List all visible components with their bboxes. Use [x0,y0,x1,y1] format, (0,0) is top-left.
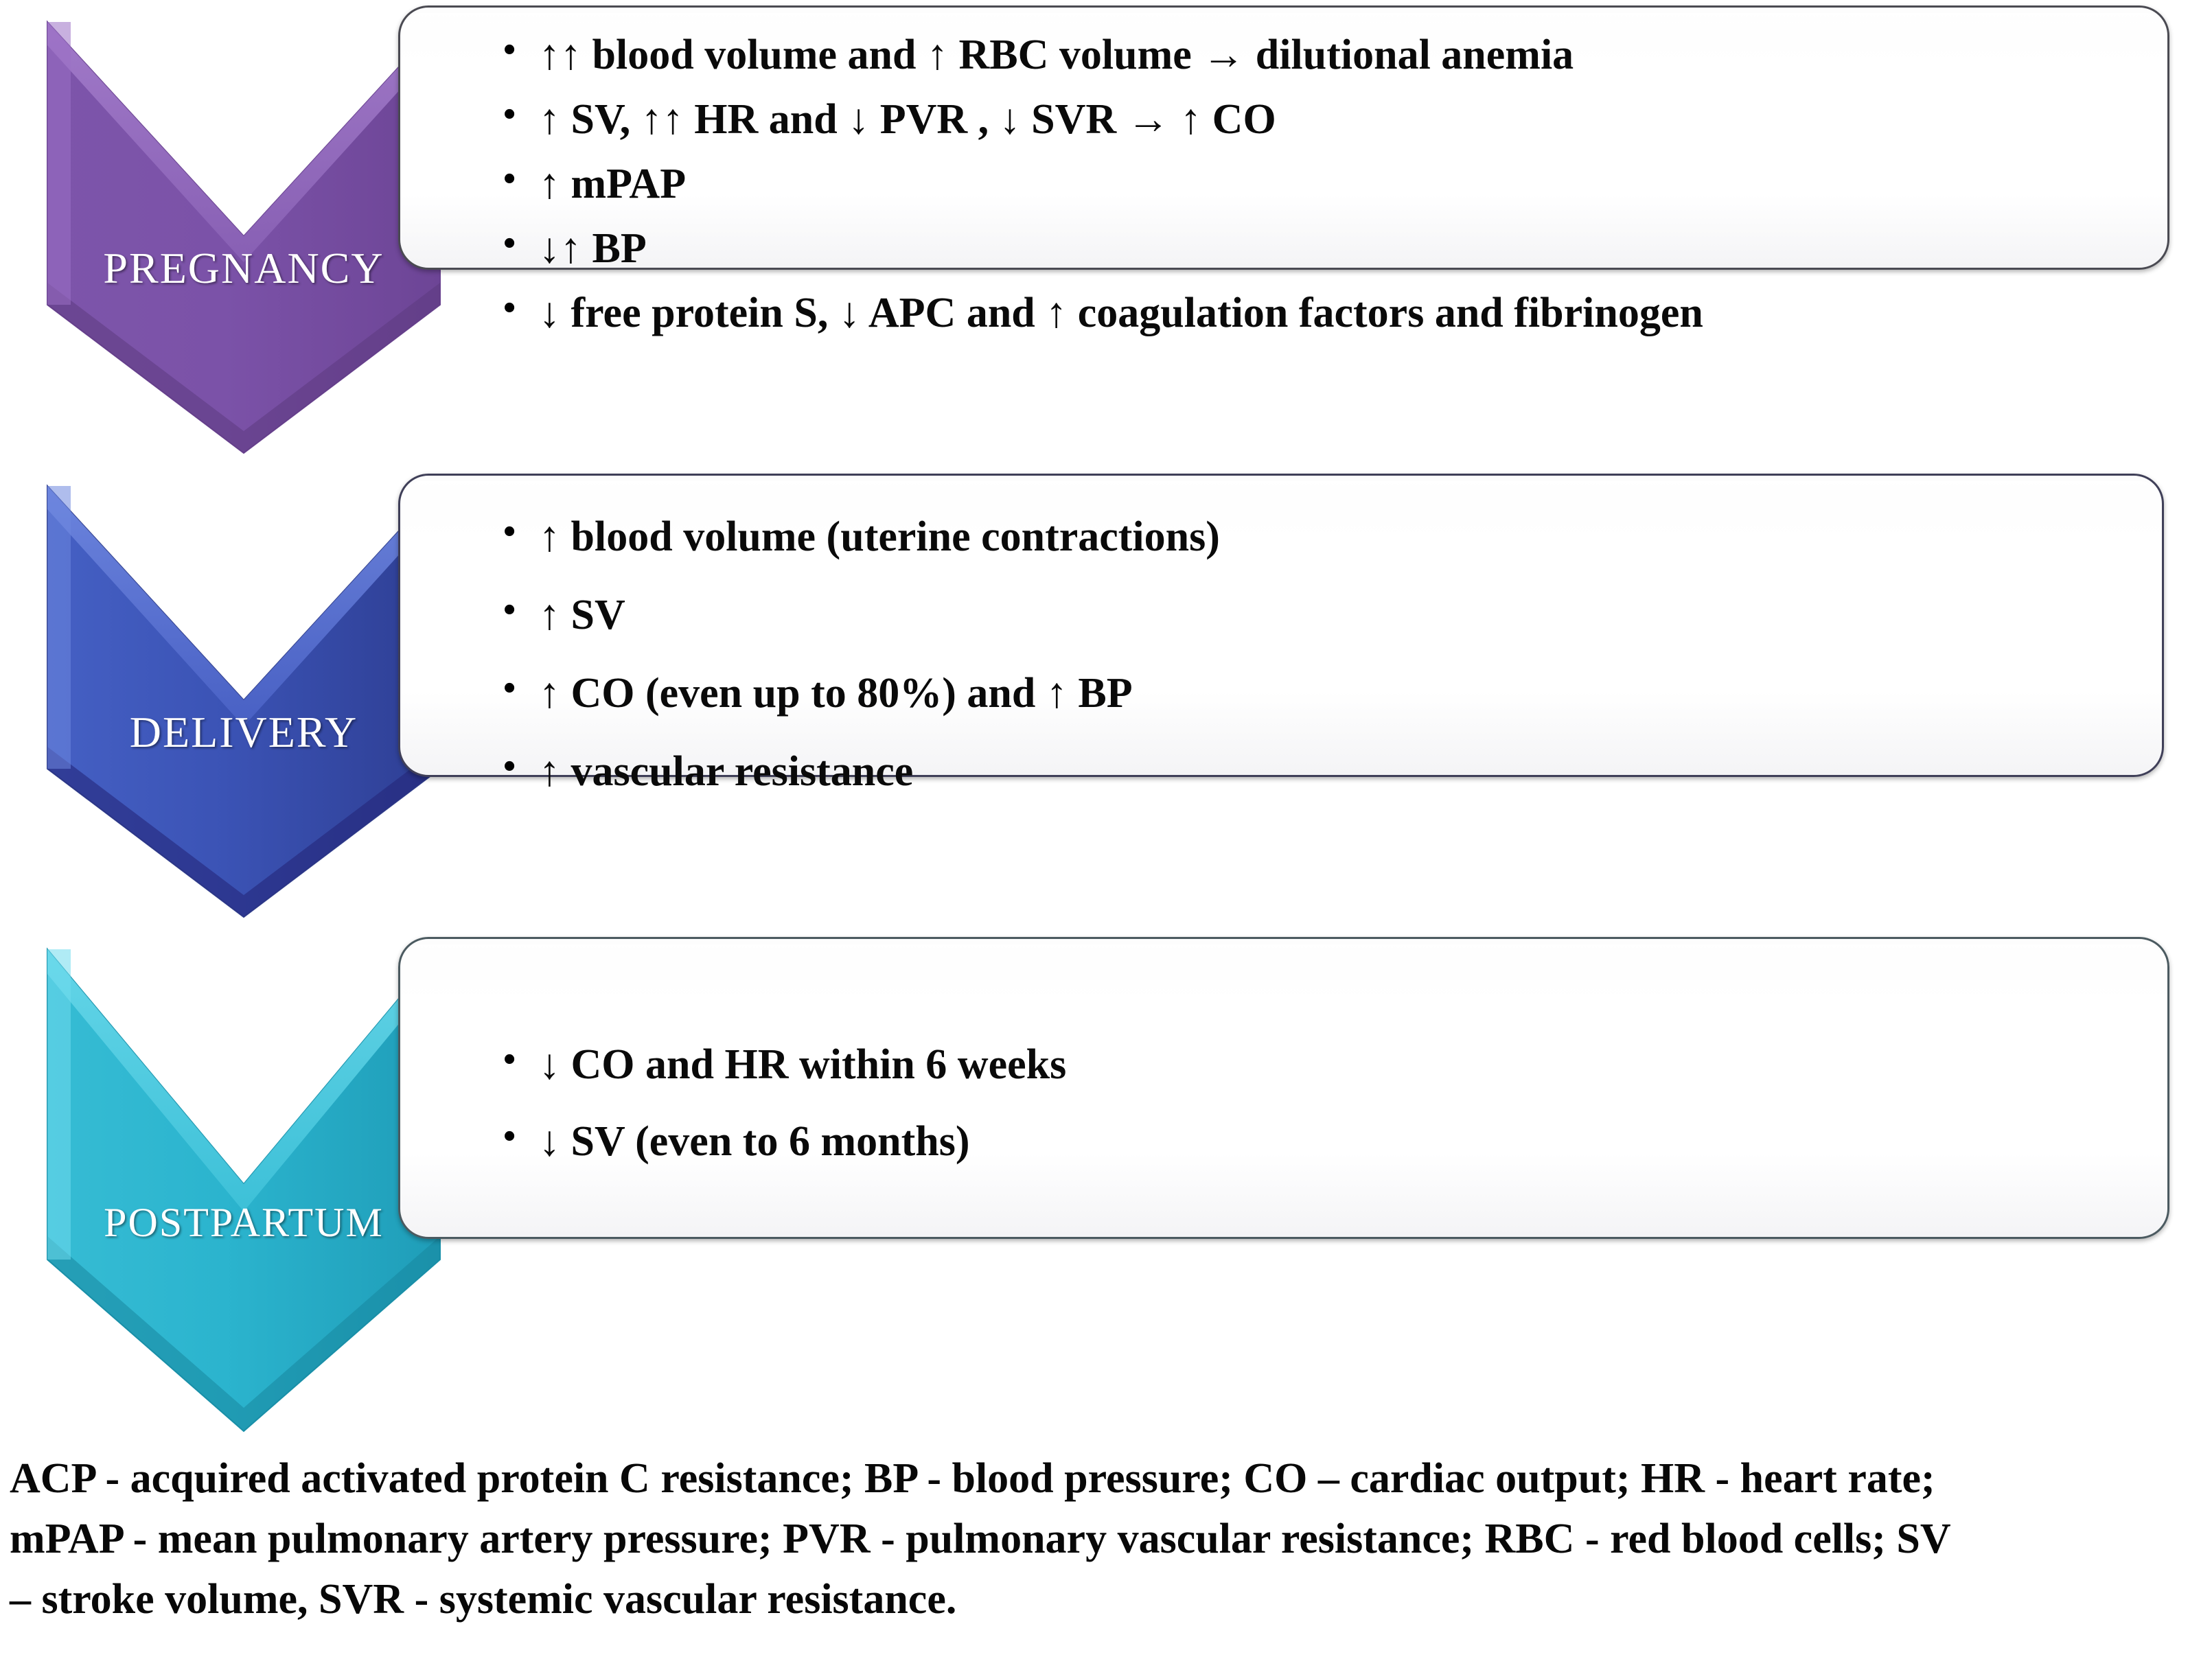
content-box-postpartum: ↓ CO and HR within 6 weeks ↓ SV (even to… [398,937,2169,1239]
chevron-pregnancy: PREGNANCY [38,10,450,463]
stage-row-postpartum: POSTPARTUM ↓ CO and HR within 6 weeks ↓ … [0,937,2212,1438]
content-box-delivery: ↑ blood volume (uterine contractions) ↑ … [398,474,2164,793]
legend-line-1: ACP - acquired activated protein C resis… [10,1455,1935,1502]
abbreviation-legend: ACP - acquired activated protein C resis… [10,1448,2207,1630]
list-item: ↑ blood volume (uterine contractions) [503,514,2134,558]
list-item: ↓ SV (even to 6 months) [503,1119,2140,1163]
list-item: ↓ CO and HR within 6 weeks [503,1042,2140,1086]
stage-row-pregnancy: PREGNANCY ↑↑ blood volume and ↑ RBC volu… [0,0,2212,467]
bullet-list-pregnancy: ↑↑ blood volume and ↑ RBC volume → dilut… [503,32,2140,356]
list-item: ↓ free protein S, ↓ APC and ↑ coagulatio… [503,290,2140,334]
list-item: ↑ mPAP [503,161,2140,205]
legend-line-3: – stroke volume, SVR - systemic vascular… [10,1576,957,1623]
bullet-list-postpartum: ↓ CO and HR within 6 weeks ↓ SV (even to… [503,1042,2140,1197]
chevron-postpartum: POSTPARTUM [38,937,450,1445]
bullet-list-delivery: ↑ blood volume (uterine contractions) ↑ … [503,514,2134,828]
list-item: ↓↑ BP [503,226,2140,270]
legend-line-2: mPAP - mean pulmonary artery pressure; P… [10,1516,1951,1563]
stage-row-delivery: DELIVERY ↑ blood volume (uterine contrac… [0,474,2212,940]
list-item: ↑ vascular resistance [503,749,2134,793]
content-box-pregnancy: ↑↑ blood volume and ↑ RBC volume → dilut… [398,5,2169,334]
list-item: ↑ SV [503,592,2134,636]
list-item: ↑↑ blood volume and ↑ RBC volume → dilut… [503,32,2140,76]
chevron-delivery: DELIVERY [38,474,450,927]
list-item: ↑ CO (even up to 80%) and ↑ BP [503,671,2134,715]
list-item: ↑ SV, ↑↑ HR and ↓ PVR , ↓ SVR → ↑ CO [503,97,2140,141]
